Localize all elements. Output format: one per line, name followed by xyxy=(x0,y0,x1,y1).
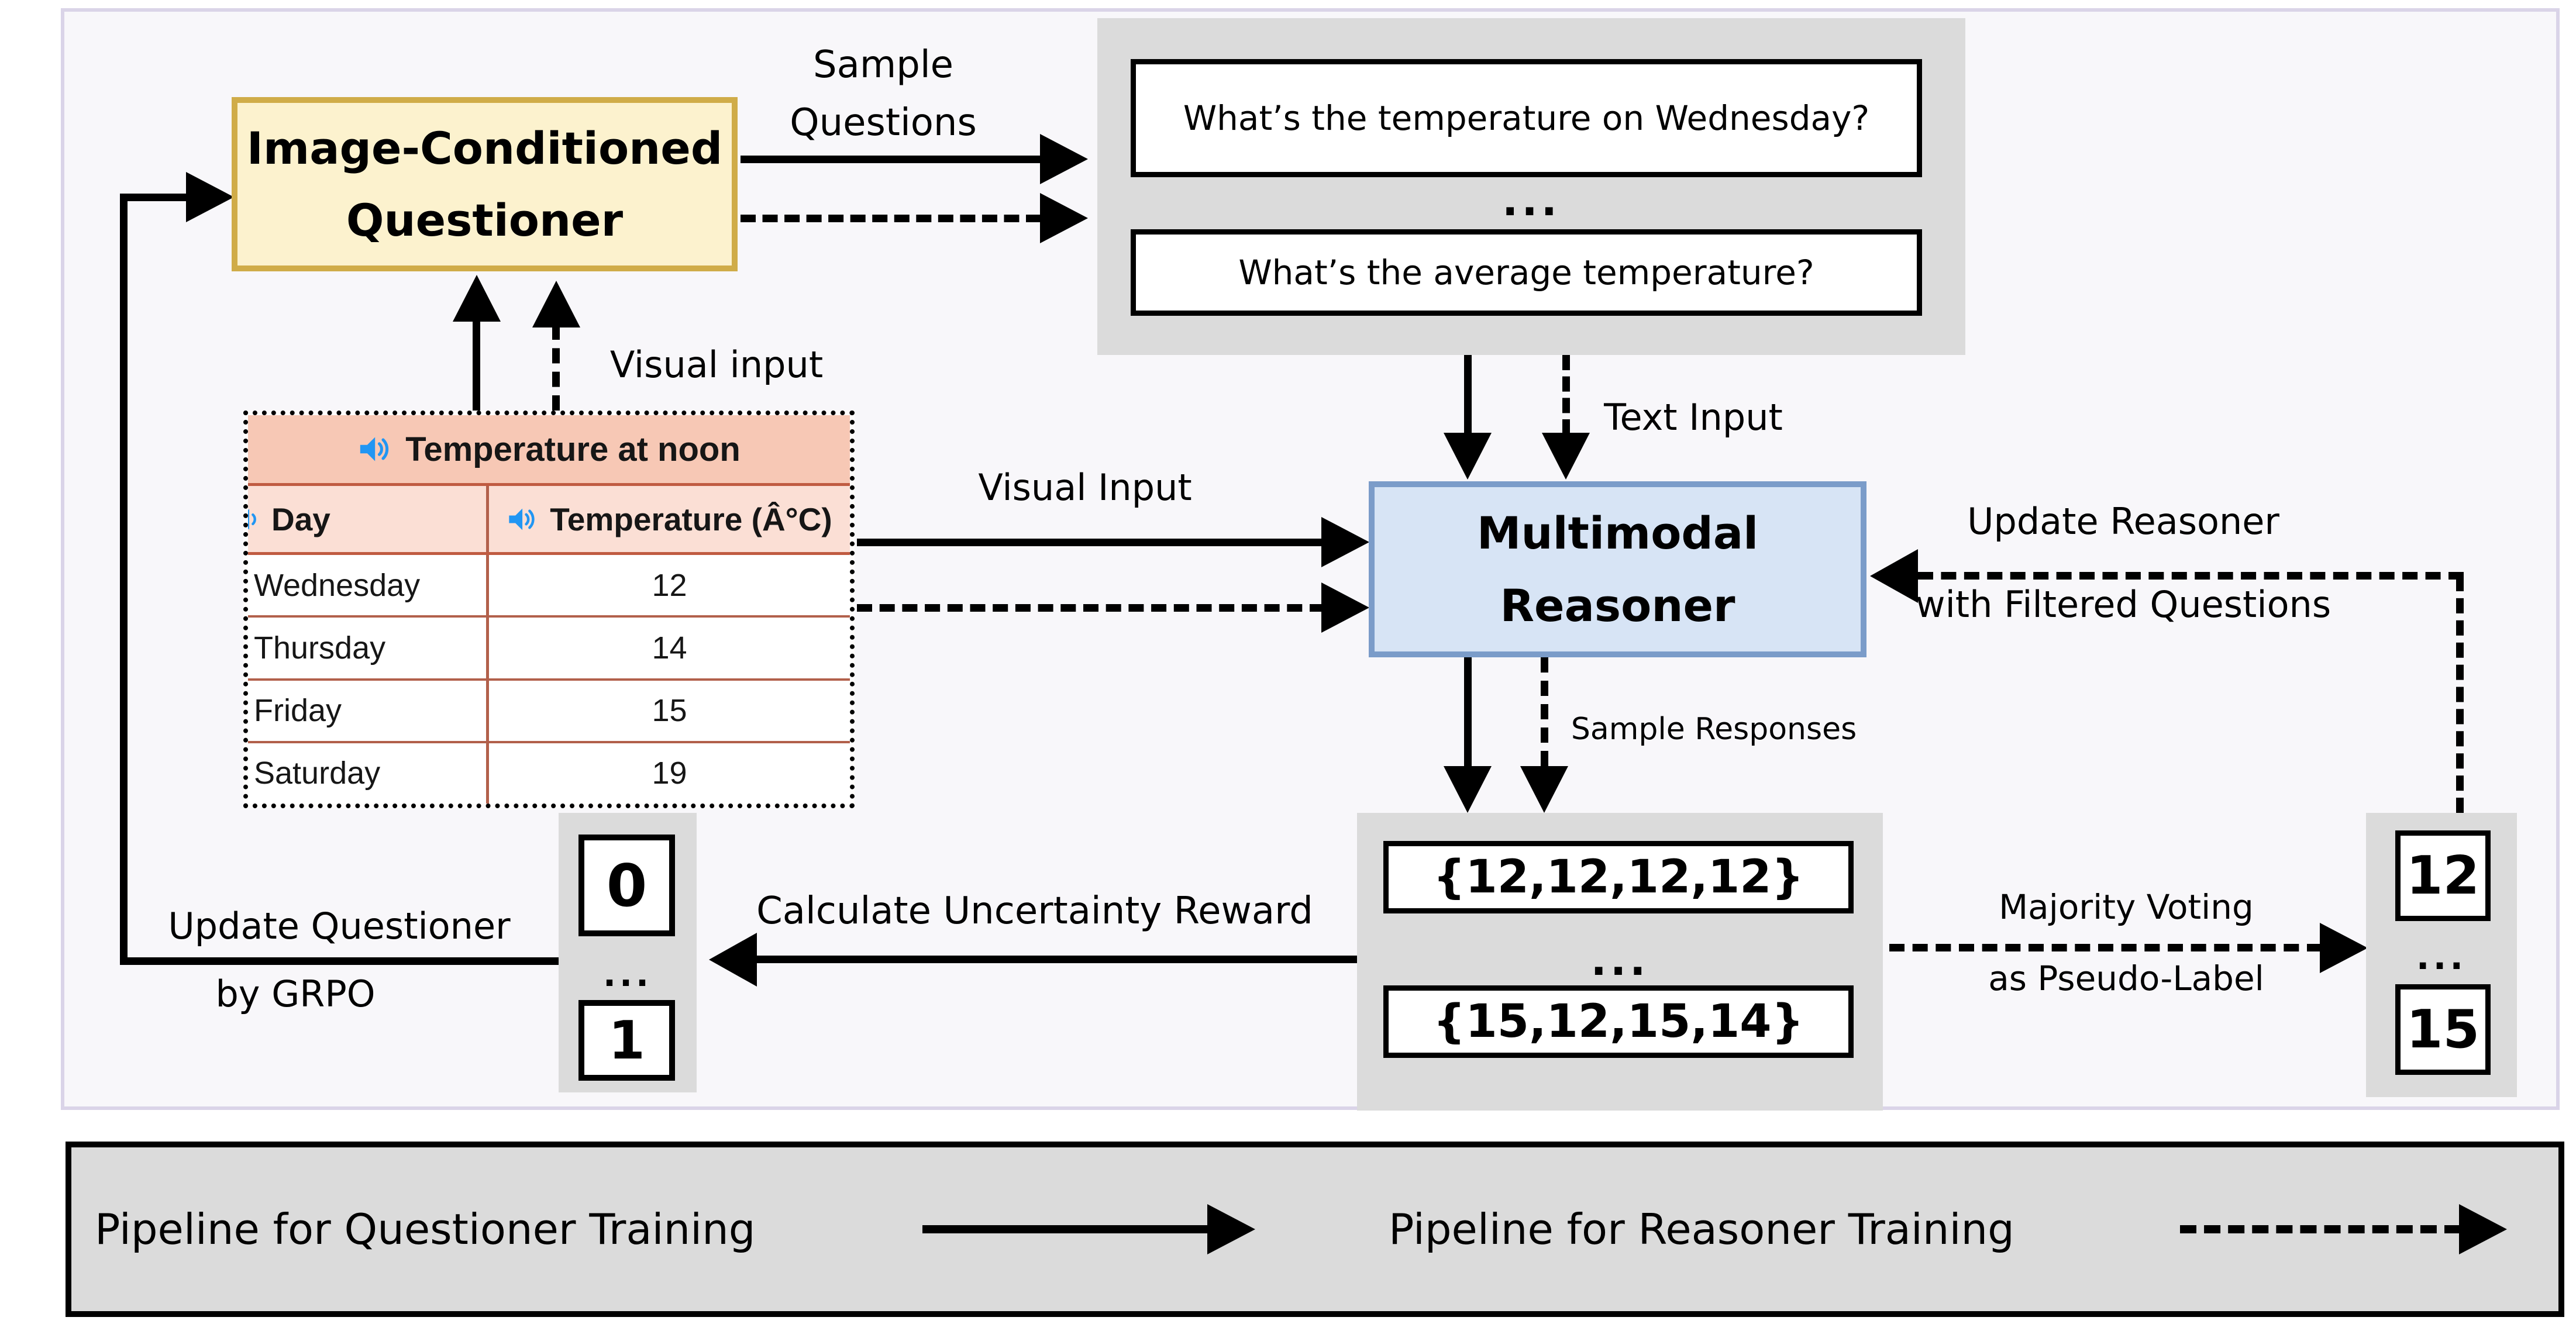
table-to-reasoner-solid-arrowhead xyxy=(1321,517,1369,567)
majority-voting-label-line2: as Pseudo-Label xyxy=(1988,958,2264,998)
response-box-1: {12,12,12,12} xyxy=(1383,841,1854,913)
sample-questions-dashed-line xyxy=(741,215,1041,222)
questioner-title-line1: Image-Conditioned xyxy=(246,122,723,175)
visual-input-top-label: Visual input xyxy=(609,343,824,386)
sample-questions-solid-line xyxy=(741,156,1041,163)
table-to-reasoner-solid-line xyxy=(857,539,1325,546)
reasoner-title-line2: Reasoner xyxy=(1500,579,1735,632)
reasoner-to-responses-dashed-arrowhead xyxy=(1520,766,1568,813)
questions-ellipsis: ... xyxy=(1501,176,1561,225)
table-to-questioner-dashed-line xyxy=(552,325,560,411)
responses-ellipsis: ... xyxy=(1590,936,1649,985)
table-title-row: Temperature at noon xyxy=(248,415,850,487)
response-box-2: {15,12,15,14} xyxy=(1383,985,1854,1058)
question-box-2: What’s the average temperature? xyxy=(1131,229,1922,316)
majority-voting-dashed-line xyxy=(1889,944,2322,951)
table-row: Thursday 14 xyxy=(248,615,850,678)
responses-container: {12,12,12,12} ... {15,12,15,14} xyxy=(1357,813,1883,1111)
questions-to-reasoner-solid-line xyxy=(1464,355,1472,435)
speaker-icon xyxy=(248,508,256,530)
questions-to-reasoner-dashed-line xyxy=(1562,355,1570,435)
questions-to-reasoner-dashed-arrowhead xyxy=(1542,433,1590,480)
update-questioner-label-line1: Update Questioner xyxy=(168,905,511,947)
questions-to-reasoner-solid-arrowhead xyxy=(1444,433,1492,480)
text-input-label: Text Input xyxy=(1604,396,1783,439)
calculate-reward-arrowhead xyxy=(709,933,757,987)
calculate-reward-label: Calculate Uncertainty Reward xyxy=(756,889,1313,933)
update-reasoner-dashed-vertical xyxy=(2456,576,2464,813)
sample-questions-dashed-arrowhead xyxy=(1040,193,1088,243)
questions-container: What’s the temperature on Wednesday? ...… xyxy=(1097,18,1965,355)
table-header-row: Day Temperature (Â°C) xyxy=(248,486,850,556)
reasoner-to-responses-solid-line xyxy=(1464,657,1472,766)
speaker-icon xyxy=(360,437,389,461)
update-reasoner-dashed-line xyxy=(1918,572,2464,580)
reasoner-to-responses-solid-arrowhead xyxy=(1444,766,1492,813)
legend-questioner-label: Pipeline for Questioner Training xyxy=(95,1205,756,1254)
legend-dashed-arrowhead xyxy=(2459,1204,2507,1254)
sample-questions-solid-arrowhead xyxy=(1040,134,1088,184)
update-reasoner-arrowhead xyxy=(1870,549,1918,603)
visual-input-mid-label: Visual Input xyxy=(978,466,1192,509)
pseudo-label-container: 12 ... 15 xyxy=(2366,813,2517,1097)
feedback-line-top xyxy=(120,194,190,201)
legend-bar: Pipeline for Questioner Training Pipelin… xyxy=(66,1142,2564,1317)
image-conditioned-questioner-box: Image-Conditioned Questioner xyxy=(232,97,738,271)
table-to-questioner-solid-arrowhead xyxy=(453,275,501,322)
table-row: Saturday 19 xyxy=(248,740,850,804)
reward-box-1: 1 xyxy=(578,1000,675,1081)
pseudo-label-box-1: 12 xyxy=(2395,830,2491,921)
day-column-header: Day xyxy=(248,486,489,553)
question-box-1: What’s the temperature on Wednesday? xyxy=(1131,59,1922,177)
reasoner-title-line1: Multimodal xyxy=(1476,507,1759,560)
legend-solid-line xyxy=(922,1225,1209,1233)
temperature-table: Temperature at noon Day Temperature (Â°C… xyxy=(243,411,855,808)
calculate-reward-line xyxy=(756,956,1357,963)
feedback-line-bottom xyxy=(120,957,559,965)
reward-container: 0 ... 1 xyxy=(559,813,697,1092)
update-reasoner-label-line2: with Filtered Questions xyxy=(1915,583,2332,626)
feedback-line-vertical xyxy=(120,194,128,965)
majority-voting-arrowhead xyxy=(2320,923,2368,973)
update-questioner-label-line2: by GRPO xyxy=(215,973,376,1015)
temperature-column-header: Temperature (Â°C) xyxy=(489,486,850,552)
legend-reasoner-label: Pipeline for Reasoner Training xyxy=(1389,1205,2014,1254)
pseudo-label-ellipsis: ... xyxy=(2416,937,2467,978)
questioner-title-line2: Questioner xyxy=(346,194,624,246)
multimodal-reasoner-box: Multimodal Reasoner xyxy=(1369,481,1866,657)
table-title: Temperature at noon xyxy=(405,430,741,468)
reasoner-to-responses-dashed-line xyxy=(1541,657,1548,766)
arrowhead-into-questioner xyxy=(186,172,234,222)
legend-solid-arrowhead xyxy=(1207,1204,1255,1254)
pseudo-label-box-2: 15 xyxy=(2395,984,2491,1075)
speaker-icon xyxy=(509,508,535,530)
reward-ellipsis: ... xyxy=(602,954,653,994)
sample-questions-label: Sample Questions xyxy=(790,43,977,145)
table-to-questioner-solid-line xyxy=(473,319,480,411)
majority-voting-label-line1: Majority Voting xyxy=(1999,887,2254,927)
table-to-questioner-dashed-arrowhead xyxy=(532,281,580,327)
table-row: Wednesday 12 xyxy=(248,555,850,616)
table-to-reasoner-dashed-line xyxy=(857,604,1325,612)
table-to-reasoner-dashed-arrowhead xyxy=(1321,582,1369,633)
sample-responses-label: Sample Responses xyxy=(1571,712,1857,747)
legend-dashed-line xyxy=(2180,1225,2461,1233)
table-row: Friday 15 xyxy=(248,678,850,741)
reward-box-0: 0 xyxy=(578,835,675,936)
update-reasoner-label-line1: Update Reasoner xyxy=(1967,500,2279,543)
